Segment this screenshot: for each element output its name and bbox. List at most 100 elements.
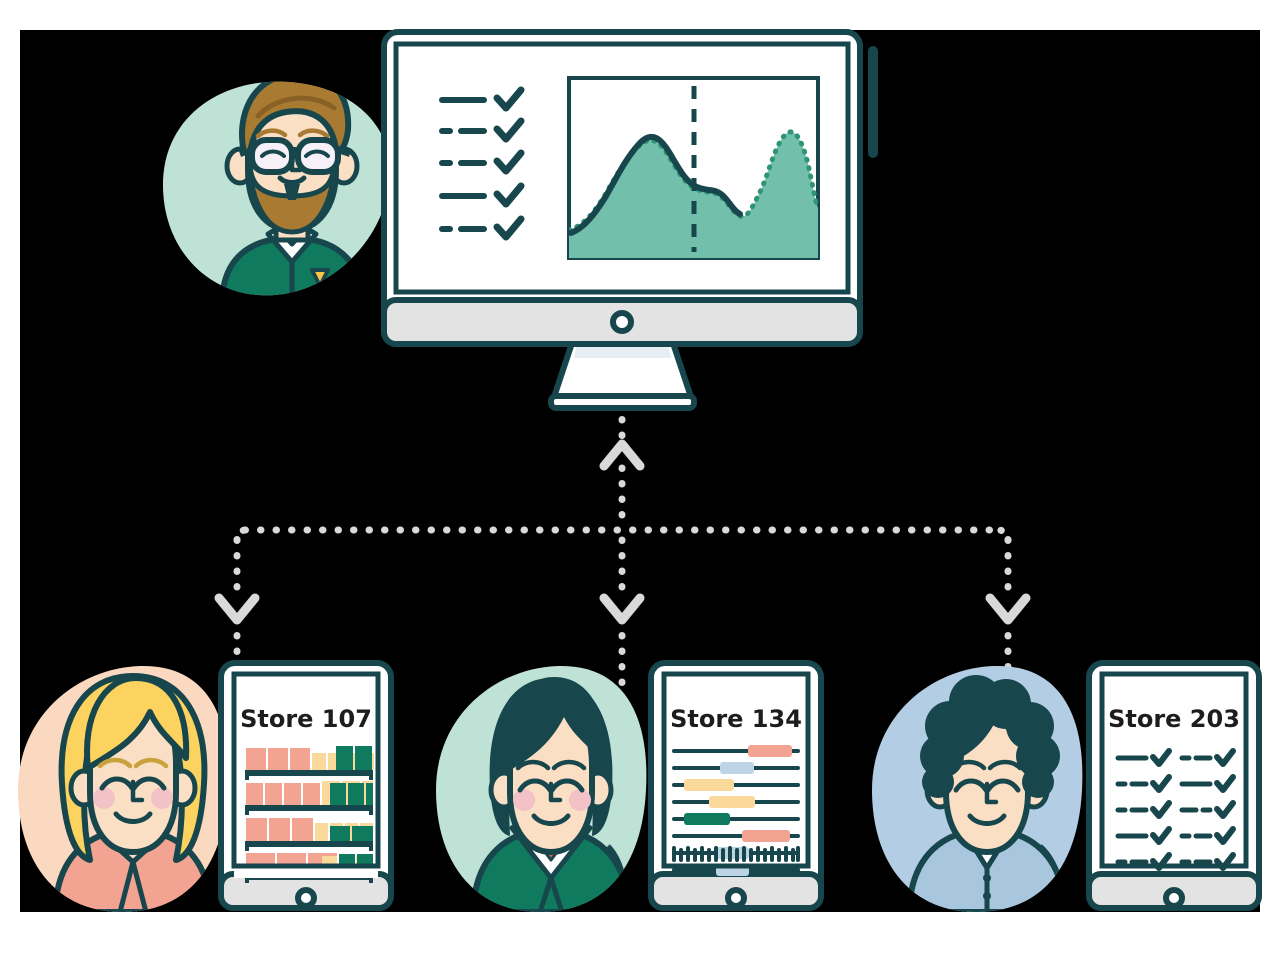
manager-soulpatch: [284, 184, 300, 200]
check-icon-r3c1: [1150, 800, 1172, 819]
associate-1-eye-left: [99, 776, 135, 791]
associate-3-eye-right: [985, 778, 1021, 793]
manager-monitor: [381, 29, 878, 411]
associate-2-eye-right: [549, 778, 585, 793]
associate-2-nose: [548, 781, 563, 803]
associate-3-nose: [984, 781, 999, 805]
manager-brow-right: [297, 128, 330, 139]
manager-avatar: [163, 81, 391, 296]
manager-hair: [239, 81, 352, 157]
monitor-side-accent: [868, 46, 878, 158]
tablet-134-gantt: [672, 745, 800, 876]
manager-mouth: [277, 175, 307, 185]
check-icon-r1c2: [1214, 748, 1236, 767]
check-icon-3: [493, 149, 525, 175]
tablet-134-home-button[interactable]: [725, 887, 747, 909]
tablet-107-screen-mask: [234, 866, 378, 878]
associate-3-brow-left: [951, 759, 987, 771]
associate-1-brow-right: [133, 757, 169, 769]
check-icon-r3c2: [1214, 800, 1236, 819]
gantt-bar-1: [748, 745, 792, 757]
check-icon-4: [493, 182, 525, 208]
chart-forecast-line-right: [737, 129, 818, 219]
associate-2-cheek-right: [569, 789, 591, 811]
associate-1-hair-front: [84, 675, 190, 771]
tablet-store-107[interactable]: Store 107: [218, 660, 394, 911]
connector-corner-left: [233, 526, 250, 544]
manager-nose: [289, 151, 303, 173]
tablet-107-title: Store 107: [240, 705, 372, 733]
associate-1-cheek-right: [151, 787, 173, 809]
planogram-shelf-3: [245, 818, 373, 851]
gantt-bar-2: [720, 762, 754, 774]
chart-actual-line: [569, 133, 743, 236]
manager-eye-right: [304, 149, 330, 158]
connector-corner-right: [994, 526, 1012, 544]
associate-1-brow-left: [97, 757, 133, 769]
associate-2-brow-left: [515, 759, 551, 771]
tablet-134-title: Store 134: [670, 705, 802, 733]
associate-3-eye-left: [953, 778, 989, 793]
associate-1-cheek-left: [93, 787, 115, 809]
manager-badge-icon: [310, 268, 330, 288]
associate-avatar-2: [436, 665, 647, 912]
checklist-row-2: [439, 117, 525, 143]
associate-2-brow-right: [551, 759, 587, 771]
associate-1-mouth: [113, 811, 153, 824]
associate-1-fold: [117, 861, 149, 912]
gantt-bar-6: [742, 830, 790, 842]
associate-3-mouth: [967, 813, 1007, 826]
associate-1-eye-right: [131, 776, 167, 791]
monitor-power-button[interactable]: [610, 310, 634, 334]
tablet-203-screen-edge: [1099, 671, 1249, 869]
connector-arrow-heads: [214, 439, 1031, 625]
gantt-bar-3: [684, 779, 734, 791]
tablet-107-screen-edge: [231, 671, 381, 869]
check-icon-r1c1: [1150, 748, 1172, 767]
tablet-store-134[interactable]: Store 134: [648, 660, 824, 911]
tablet-107-home-button[interactable]: [295, 887, 317, 909]
dotted-flow-connectors: [233, 400, 1012, 704]
check-icon-r4c2: [1214, 826, 1236, 845]
monitor-checklist: [439, 86, 525, 241]
associate-1-nose: [130, 779, 145, 803]
associate-3-button-2: [983, 892, 991, 900]
associate-2-eye-left: [517, 778, 553, 793]
chevron-down-icon-left: [214, 593, 260, 625]
associate-2-mouth: [531, 813, 571, 826]
associate-2-cheek-left: [513, 789, 535, 811]
monitor-area-chart: [567, 76, 820, 260]
chevron-down-icon-right: [985, 593, 1031, 625]
gantt-bar-5: [684, 813, 730, 825]
chevron-down-icon-mid: [599, 593, 645, 625]
check-icon-1: [493, 86, 525, 112]
check-icon-r2c1: [1150, 774, 1172, 793]
chart-area-fill: [569, 131, 818, 258]
checklist-row-4: [439, 182, 525, 208]
associate-3-hair: [920, 675, 1060, 798]
manager-brow-left: [255, 128, 288, 139]
manager-eye-left: [260, 149, 286, 158]
tablet-store-203[interactable]: Store 203: [1086, 660, 1262, 911]
checklist-row-3: [439, 149, 525, 175]
tablet-134-screen-edge: [661, 671, 811, 869]
monitor-stand-base: [548, 393, 697, 411]
check-icon-2: [493, 117, 525, 143]
gantt-bar-4: [709, 796, 755, 808]
checklist-row-5: [439, 215, 525, 241]
manager-hair-highlight: [255, 95, 337, 119]
planogram-shelf-1: [245, 746, 374, 780]
associate-avatar-3: [872, 665, 1083, 912]
planogram-shelf-2: [245, 781, 373, 815]
tablet-203-home-button[interactable]: [1163, 887, 1185, 909]
chevron-up-icon: [599, 439, 645, 471]
associate-3-button-1: [983, 874, 991, 882]
associate-2-hair-front: [504, 677, 606, 771]
gantt-ruler-ticks: [672, 846, 800, 862]
check-icon-r4c1: [1150, 826, 1172, 845]
associate-3-brow-right: [987, 759, 1023, 771]
check-icon-5: [493, 215, 525, 241]
checklist-row-1: [439, 86, 525, 112]
